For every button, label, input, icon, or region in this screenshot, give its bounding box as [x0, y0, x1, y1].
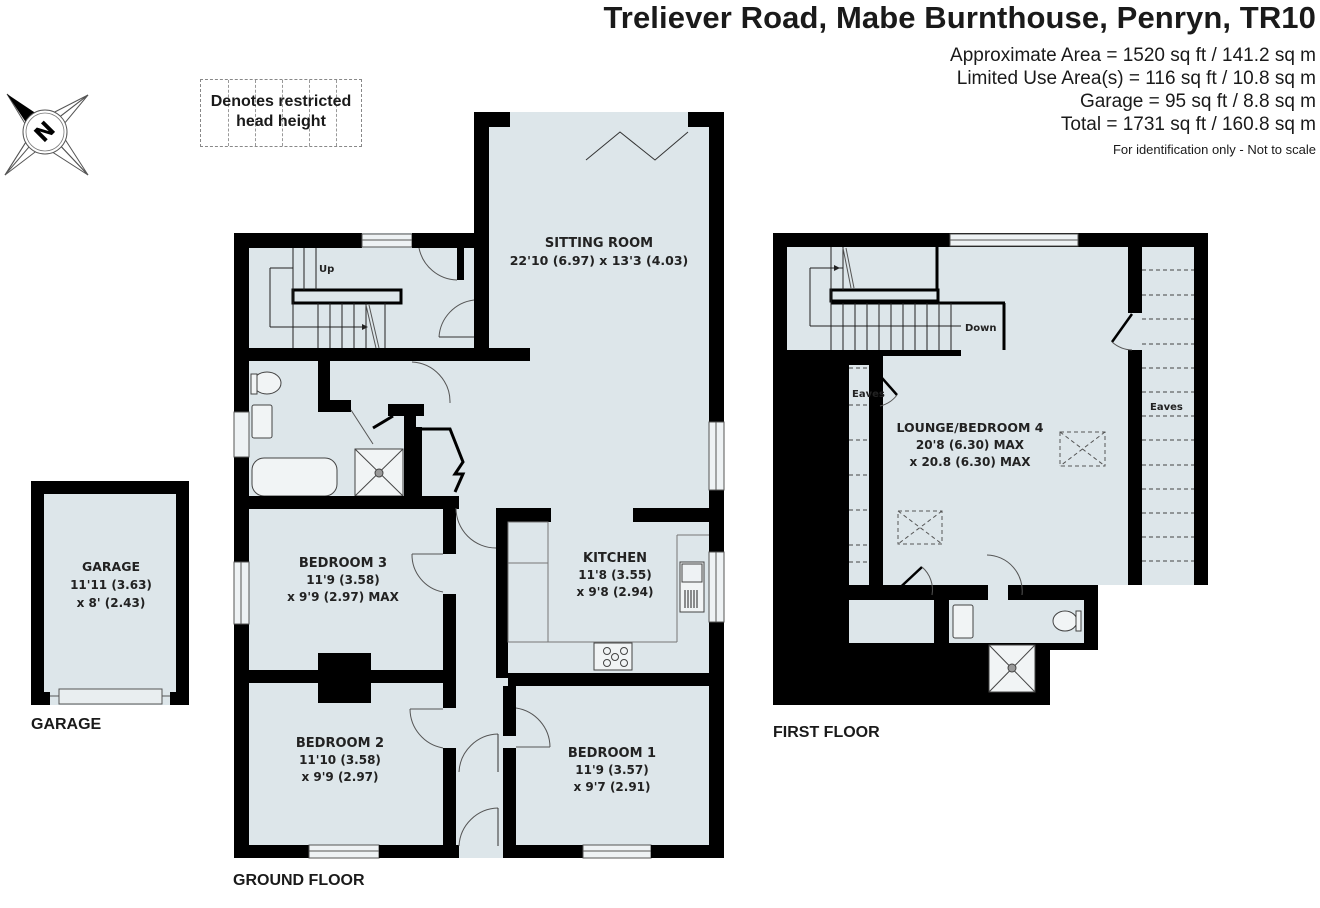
- ground-floor-label: GROUND FLOOR: [233, 872, 365, 889]
- bedroom2-name: BEDROOM 2: [296, 736, 384, 751]
- kitchen-dim2: x 9'8 (2.94): [576, 585, 653, 599]
- lounge-name: LOUNGE/BEDROOM 4: [897, 420, 1044, 435]
- total-area: Total = 1731 sq ft / 160.8 sq m: [1060, 114, 1316, 135]
- legend-text-line2: head height: [236, 113, 326, 130]
- first-floor-label: FIRST FLOOR: [773, 724, 880, 741]
- scale-disclaimer: For identification only - Not to scale: [1112, 142, 1316, 157]
- area-summary: Approximate Area = 1520 sq ft / 141.2 sq…: [950, 44, 1316, 157]
- garage-floor-label: GARAGE: [31, 716, 102, 733]
- ground-floor-plan: Up: [233, 112, 725, 859]
- bedroom3-dim1: 11'9 (3.58): [306, 573, 379, 587]
- first-floor-plan: Down Eaves Eaves LOUNGE/BEDROOM 4 20'8 (…: [773, 225, 1228, 715]
- sitting-room-dim: 22'10 (6.97) x 13'3 (4.03): [510, 253, 689, 268]
- approximate-area: Approximate Area = 1520 sq ft / 141.2 sq…: [950, 45, 1316, 66]
- garage-dim1: 11'11 (3.63): [70, 578, 152, 592]
- legend-text-line1: Denotes restricted: [210, 93, 352, 110]
- garage-plan: GARAGE 11'11 (3.63) x 8' (2.43): [31, 481, 189, 705]
- lounge-dim2: x 20.8 (6.30) MAX: [910, 455, 1032, 469]
- eaves-right-label: Eaves: [1150, 402, 1183, 413]
- north-compass-icon: N: [4, 93, 89, 176]
- bedroom3-name: BEDROOM 3: [299, 556, 387, 571]
- stairs-down: Down: [787, 247, 1006, 356]
- lounge-dim1: 20'8 (6.30) MAX: [916, 438, 1025, 452]
- restricted-height-legend: Denotes restricted head height: [200, 79, 362, 147]
- bedroom3-dim2: x 9'9 (2.97) MAX: [287, 590, 399, 604]
- bedroom1-dim2: x 9'7 (2.91): [573, 780, 650, 794]
- garage-dim2: x 8' (2.43): [77, 596, 146, 610]
- stairs-down-label: Down: [965, 323, 997, 334]
- bedroom2-dim2: x 9'9 (2.97): [301, 770, 378, 784]
- stairs-up-label: Up: [319, 264, 334, 275]
- limited-use-area: Limited Use Area(s) = 116 sq ft / 10.8 s…: [956, 68, 1316, 89]
- eaves-left-label: Eaves: [852, 389, 885, 400]
- garage-area: Garage = 95 sq ft / 8.8 sq m: [1079, 91, 1316, 112]
- sitting-room-name: SITTING ROOM: [545, 236, 653, 251]
- bedroom1-name: BEDROOM 1: [568, 746, 656, 761]
- kitchen-name: KITCHEN: [583, 551, 647, 566]
- bedroom2-dim1: 11'10 (3.58): [299, 753, 381, 767]
- stairs-up: Up: [269, 248, 403, 350]
- garage-room-name: GARAGE: [82, 559, 140, 574]
- bedroom1-dim1: 11'9 (3.57): [575, 763, 648, 777]
- property-title: Treliever Road, Mabe Burnthouse, Penryn,…: [603, 0, 1316, 35]
- kitchen-dim1: 11'8 (3.55): [578, 568, 651, 582]
